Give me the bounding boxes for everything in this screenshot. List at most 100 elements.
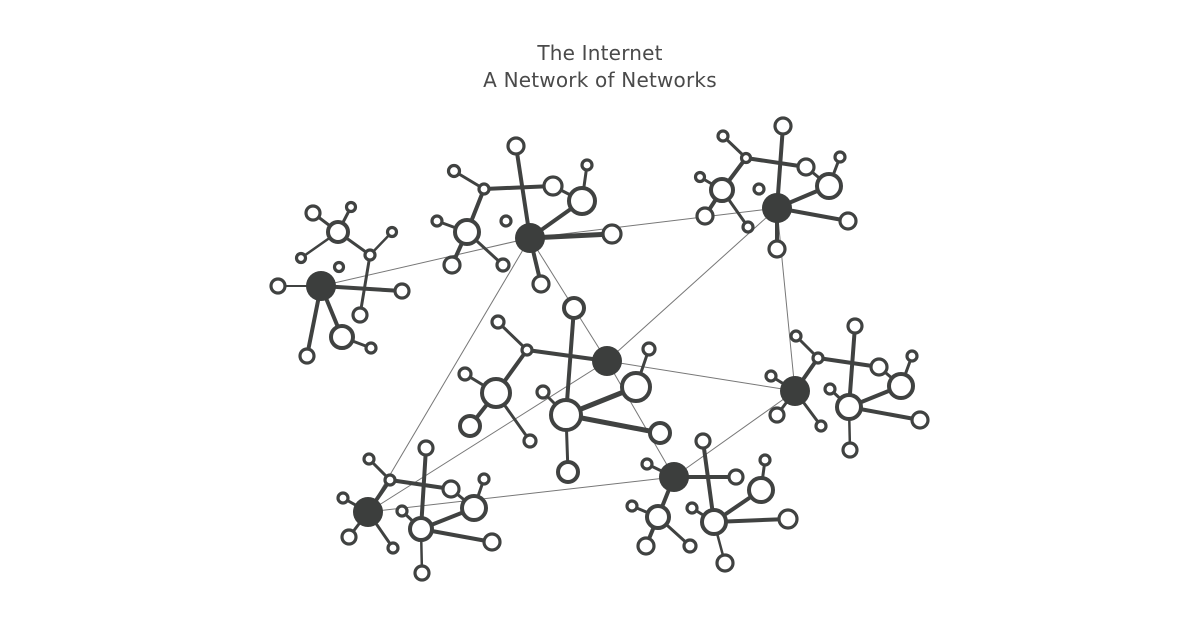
cluster-link bbox=[816, 356, 881, 369]
network-node bbox=[789, 329, 803, 343]
network-node bbox=[693, 170, 707, 184]
network-node bbox=[495, 257, 511, 273]
network-node bbox=[811, 351, 825, 365]
network-node bbox=[814, 419, 828, 433]
network-node bbox=[716, 129, 730, 143]
network-node bbox=[636, 536, 656, 556]
network-node bbox=[838, 211, 858, 231]
network-node bbox=[645, 504, 671, 530]
network-node bbox=[841, 441, 859, 459]
title-text: The Internet bbox=[537, 41, 663, 65]
network-node bbox=[887, 372, 915, 400]
hub-node bbox=[515, 223, 545, 253]
network-node bbox=[815, 172, 843, 200]
network-node bbox=[835, 393, 863, 421]
network-node bbox=[727, 468, 745, 486]
network-node bbox=[682, 538, 698, 554]
network-node bbox=[332, 260, 346, 274]
cluster-link bbox=[744, 156, 808, 169]
cluster-link bbox=[482, 184, 555, 191]
network-node bbox=[269, 277, 287, 295]
network-node bbox=[640, 457, 654, 471]
network-node bbox=[601, 223, 623, 245]
hub-node bbox=[780, 376, 810, 406]
network-node bbox=[506, 136, 526, 156]
cluster-link bbox=[564, 306, 576, 417]
network-node bbox=[340, 528, 358, 546]
network-node bbox=[625, 499, 639, 513]
network-node bbox=[393, 282, 411, 300]
network-node bbox=[430, 214, 444, 228]
network-node bbox=[442, 255, 462, 275]
network-node bbox=[695, 206, 715, 226]
network-node bbox=[846, 317, 864, 335]
cluster-nodes bbox=[269, 116, 930, 582]
network-node bbox=[620, 371, 652, 403]
hub-node bbox=[353, 497, 383, 527]
network-node bbox=[458, 414, 482, 438]
network-node bbox=[336, 491, 350, 505]
network-node bbox=[413, 564, 431, 582]
network-node bbox=[363, 248, 377, 262]
network-node bbox=[685, 501, 699, 515]
diagram-title: The Internet A Network of Networks bbox=[0, 40, 1200, 94]
hub-node bbox=[659, 462, 689, 492]
network-node bbox=[752, 182, 766, 196]
network-node bbox=[715, 553, 735, 573]
network-node bbox=[910, 410, 930, 430]
backbone-link bbox=[367, 476, 675, 513]
backbone-link bbox=[673, 390, 796, 478]
network-node bbox=[304, 204, 322, 222]
network-node bbox=[869, 357, 889, 377]
hub-node bbox=[592, 346, 622, 376]
network-node bbox=[549, 398, 583, 432]
network-node bbox=[739, 151, 753, 165]
network-node bbox=[556, 460, 580, 484]
network-node bbox=[460, 494, 488, 522]
network-node bbox=[294, 251, 308, 265]
backbone-link bbox=[776, 207, 796, 392]
network-node bbox=[905, 349, 919, 363]
cluster-link bbox=[358, 253, 372, 317]
network-node bbox=[764, 369, 778, 383]
network-node bbox=[499, 214, 513, 228]
subtitle-text: A Network of Networks bbox=[483, 68, 717, 92]
network-node bbox=[777, 508, 799, 530]
network-node bbox=[364, 341, 378, 355]
network-node bbox=[580, 158, 594, 172]
network-node bbox=[446, 163, 462, 179]
network-node bbox=[758, 453, 772, 467]
network-node bbox=[823, 382, 837, 396]
hub-node bbox=[762, 193, 792, 223]
hub-nodes bbox=[306, 193, 810, 527]
network-node bbox=[531, 274, 551, 294]
network-node bbox=[522, 433, 538, 449]
network-node bbox=[567, 186, 597, 216]
network-node bbox=[417, 439, 435, 457]
network-node bbox=[329, 324, 355, 350]
network-node bbox=[833, 150, 847, 164]
cluster-link bbox=[514, 144, 532, 240]
network-node bbox=[298, 347, 316, 365]
network-node bbox=[773, 116, 793, 136]
network-node bbox=[490, 314, 506, 330]
network-node bbox=[351, 306, 369, 324]
network-node bbox=[767, 239, 787, 259]
network-node bbox=[441, 479, 461, 499]
network-node bbox=[741, 220, 755, 234]
network-node bbox=[641, 341, 657, 357]
network-node bbox=[477, 472, 491, 486]
network-node bbox=[480, 377, 512, 409]
network-node bbox=[362, 452, 376, 466]
network-node bbox=[747, 476, 775, 504]
network-node bbox=[709, 177, 735, 203]
network-node bbox=[520, 343, 534, 357]
network-node bbox=[326, 220, 350, 244]
backbone-link bbox=[606, 360, 675, 478]
network-node bbox=[457, 366, 473, 382]
network-node bbox=[385, 225, 399, 239]
network-node bbox=[768, 406, 786, 424]
network-node bbox=[453, 218, 481, 246]
backbone-link bbox=[606, 360, 796, 392]
